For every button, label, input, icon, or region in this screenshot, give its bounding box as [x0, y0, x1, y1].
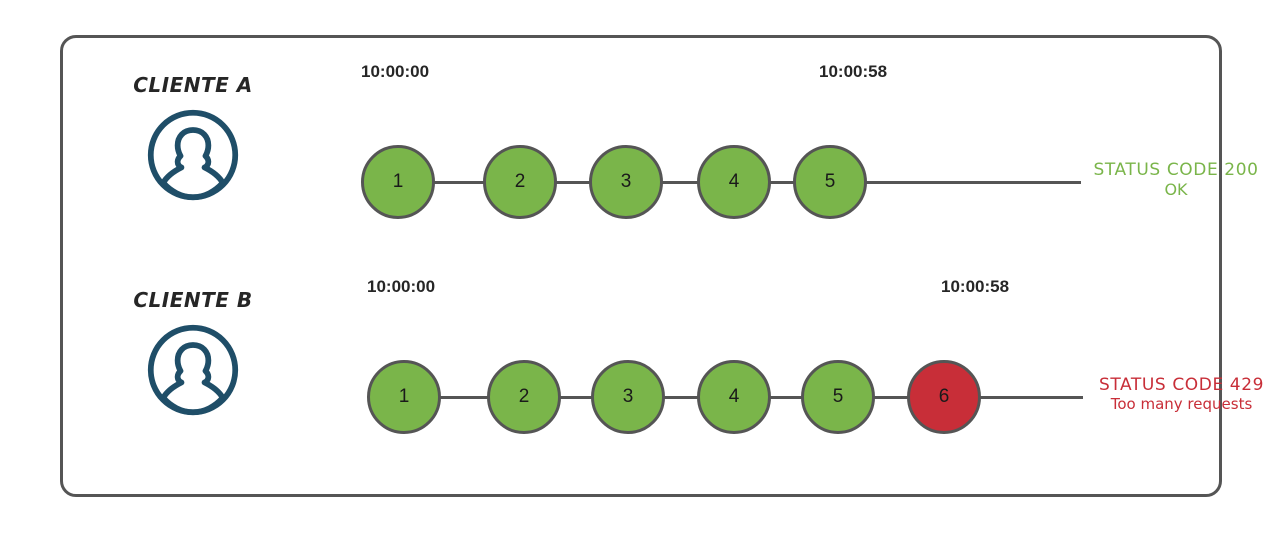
- request-node-label: 1: [392, 171, 404, 192]
- client-b-label: CLIENTE B: [133, 288, 253, 312]
- request-node-label: 4: [728, 171, 740, 192]
- client-a-label: CLIENTE A: [133, 73, 253, 97]
- request-node[interactable]: 3: [591, 360, 665, 434]
- request-node[interactable]: 3: [589, 145, 663, 219]
- status-detail-line: OK: [1164, 180, 1188, 199]
- client-b-start-time: 10:00:00: [367, 277, 436, 296]
- request-node-label: 3: [622, 386, 634, 407]
- client-b-status-badge: STATUS CODE 429 Too many requests: [1089, 375, 1274, 413]
- request-node[interactable]: 5: [793, 145, 867, 219]
- client-b-identity: CLIENTE B: [103, 288, 283, 418]
- person-circle-icon: [145, 107, 241, 203]
- client-b-timeline: 10:00:00 10:00:58 1 2 3 4 5 6 STATUS: [301, 253, 1263, 453]
- diagram-panel: CLIENTE A 10:00:00 10:00:58 1 2 3: [60, 35, 1263, 497]
- status-detail-line: Too many requests: [1110, 395, 1253, 413]
- client-b-end-time: 10:00:58: [941, 277, 1010, 296]
- request-node[interactable]: 1: [367, 360, 441, 434]
- request-node-label: 2: [514, 171, 526, 192]
- request-node-label: 2: [518, 386, 530, 407]
- request-node[interactable]: 4: [697, 145, 771, 219]
- client-a-end-time: 10:00:58: [819, 62, 888, 81]
- client-a-start-time: 10:00:00: [361, 62, 430, 81]
- request-node[interactable]: 4: [697, 360, 771, 434]
- request-node-error[interactable]: 6: [907, 360, 981, 434]
- request-node-label: 6: [938, 386, 950, 407]
- request-node[interactable]: 2: [483, 145, 557, 219]
- request-node[interactable]: 2: [487, 360, 561, 434]
- person-circle-icon: [145, 322, 241, 418]
- status-code-line: STATUS CODE 429: [1098, 375, 1265, 395]
- request-node[interactable]: 1: [361, 145, 435, 219]
- client-a-status-badge: STATUS CODE 200 OK: [1091, 160, 1261, 199]
- request-node[interactable]: 5: [801, 360, 875, 434]
- client-a-identity: CLIENTE A: [103, 73, 283, 203]
- client-a-timeline: 10:00:00 10:00:58 1 2 3 4 5 STATUS CODE …: [301, 38, 1258, 238]
- request-node-label: 4: [728, 386, 740, 407]
- request-node-label: 5: [824, 171, 836, 192]
- request-node-label: 3: [620, 171, 632, 192]
- request-node-label: 5: [832, 386, 844, 407]
- status-code-line: STATUS CODE 200: [1093, 160, 1259, 180]
- request-node-label: 1: [398, 386, 410, 407]
